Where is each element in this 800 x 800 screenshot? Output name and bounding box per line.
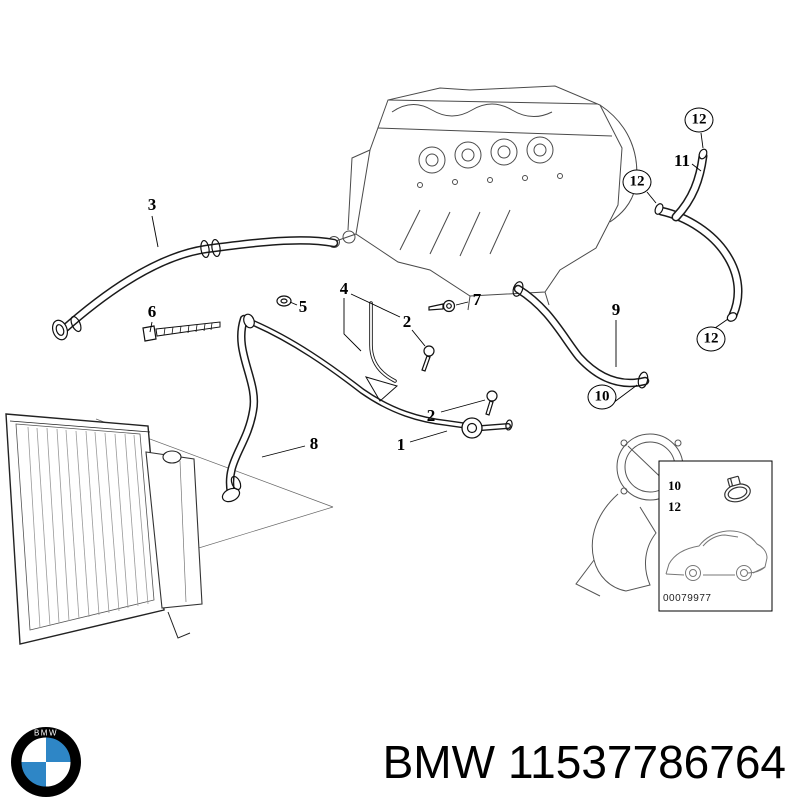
radiator-drawing bbox=[5, 413, 203, 645]
bmw-roundel-logo: BMW bbox=[11, 727, 81, 797]
footer: BMW BMW 11537786764 bbox=[0, 724, 800, 800]
brand-label: BMW bbox=[382, 736, 495, 788]
part-number-text: BMW 11537786764 bbox=[383, 735, 786, 789]
bmw-roundel-text: BMW bbox=[34, 729, 58, 738]
callout-1: 1 bbox=[396, 435, 406, 454]
hoses-drawing bbox=[57, 151, 743, 498]
legend-item-12: 12 bbox=[668, 499, 681, 514]
callout-6: 6 bbox=[147, 302, 157, 321]
callout-4: 4 bbox=[339, 279, 349, 298]
legend-box bbox=[658, 460, 773, 612]
callout-12-left-circled: 12 bbox=[622, 169, 652, 195]
legend-item-10: 10 bbox=[668, 478, 681, 493]
callout-10-circled: 10 bbox=[587, 384, 617, 410]
callout-12-bottom-circled: 12 bbox=[696, 326, 726, 352]
callout-9: 9 bbox=[611, 300, 621, 319]
callout-8: 8 bbox=[309, 434, 319, 453]
callout-3: 3 bbox=[147, 195, 157, 214]
diagram-line-art bbox=[5, 85, 773, 645]
hose-clamp-icon bbox=[724, 475, 751, 503]
callout-7: 7 bbox=[472, 290, 482, 309]
diagram-image-number: 00079977 bbox=[663, 593, 712, 604]
part-number-value: 11537786764 bbox=[508, 736, 786, 788]
callout-12-top-circled: 12 bbox=[684, 107, 714, 133]
callout-5: 5 bbox=[298, 297, 308, 316]
engine-drawing bbox=[328, 85, 638, 311]
callout-11: 11 bbox=[673, 151, 691, 170]
callout-2a: 2 bbox=[402, 312, 412, 331]
leader-lines bbox=[149, 132, 729, 458]
callout-2b: 2 bbox=[426, 406, 436, 425]
car-silhouette bbox=[665, 530, 768, 581]
fittings-drawing bbox=[51, 148, 738, 503]
